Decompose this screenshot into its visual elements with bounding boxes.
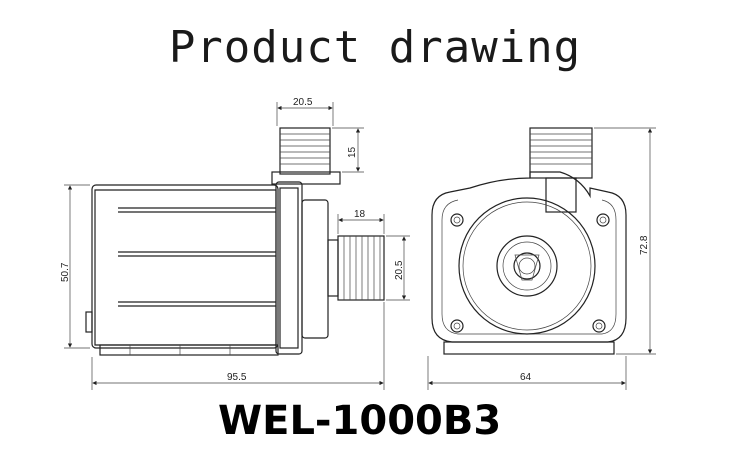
dim-front-width: 64 xyxy=(520,372,532,383)
dim-body-height: 50.7 xyxy=(60,262,71,282)
page-title: Product drawing xyxy=(168,22,582,73)
side-view: 20.5 15 18 20.5 50.7 95.5 xyxy=(60,97,410,390)
dim-inlet-diameter: 20.5 xyxy=(394,260,405,280)
dim-outlet-height: 15 xyxy=(347,146,358,158)
model-label: WEL-1000B3 xyxy=(218,398,502,444)
front-view: 72.8 64 xyxy=(427,127,656,390)
dim-total-length: 95.5 xyxy=(227,372,247,383)
dim-front-height: 72.8 xyxy=(639,235,650,255)
dim-outlet-width: 20.5 xyxy=(293,97,313,108)
dim-inlet-length: 18 xyxy=(354,209,366,220)
